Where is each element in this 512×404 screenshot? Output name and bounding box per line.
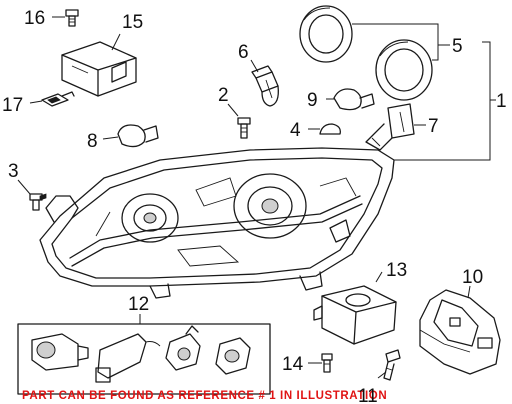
part-12-sensors bbox=[31, 325, 251, 383]
callout-9: 9 bbox=[307, 90, 318, 111]
part-2-screw bbox=[237, 117, 251, 139]
part-7-hid-bulb bbox=[365, 103, 415, 151]
callout-11: 11 bbox=[358, 386, 378, 404]
callout-15: 15 bbox=[122, 12, 143, 33]
callout-16: 16 bbox=[24, 8, 45, 29]
part-16-screw bbox=[65, 9, 79, 27]
part-13-ballast bbox=[313, 285, 397, 345]
callout-2: 2 bbox=[218, 85, 229, 106]
part-3-screw bbox=[29, 193, 47, 211]
part-5-dust-caps bbox=[299, 5, 433, 101]
part-11-screw bbox=[383, 349, 401, 381]
callout-6: 6 bbox=[238, 42, 249, 63]
callout-12: 12 bbox=[128, 294, 149, 315]
part-9-bulb bbox=[333, 88, 375, 111]
reference-note: PART CAN BE FOUND AS REFERENCE # 1 IN IL… bbox=[22, 390, 387, 402]
callout-5: 5 bbox=[452, 36, 463, 57]
part-1-headlight-assembly bbox=[39, 147, 395, 299]
part-14-screw bbox=[321, 353, 333, 373]
callout-14: 14 bbox=[282, 354, 304, 375]
callout-13: 13 bbox=[386, 260, 407, 281]
part-8-bulb bbox=[117, 124, 159, 148]
part-6-bulb bbox=[251, 65, 279, 107]
part-15-control-module bbox=[61, 41, 137, 97]
callout-3: 3 bbox=[8, 161, 19, 182]
part-4-cap bbox=[319, 123, 341, 135]
callout-1: 1 bbox=[496, 91, 507, 112]
callout-8: 8 bbox=[87, 131, 98, 152]
part-10-bracket bbox=[419, 289, 501, 375]
callout-7: 7 bbox=[428, 116, 439, 137]
callout-17: 17 bbox=[2, 95, 23, 116]
part-17-clip bbox=[41, 91, 75, 107]
part-12-sensor-kit-box bbox=[17, 323, 271, 395]
callout-10: 10 bbox=[462, 267, 483, 288]
callout-4: 4 bbox=[290, 120, 301, 141]
